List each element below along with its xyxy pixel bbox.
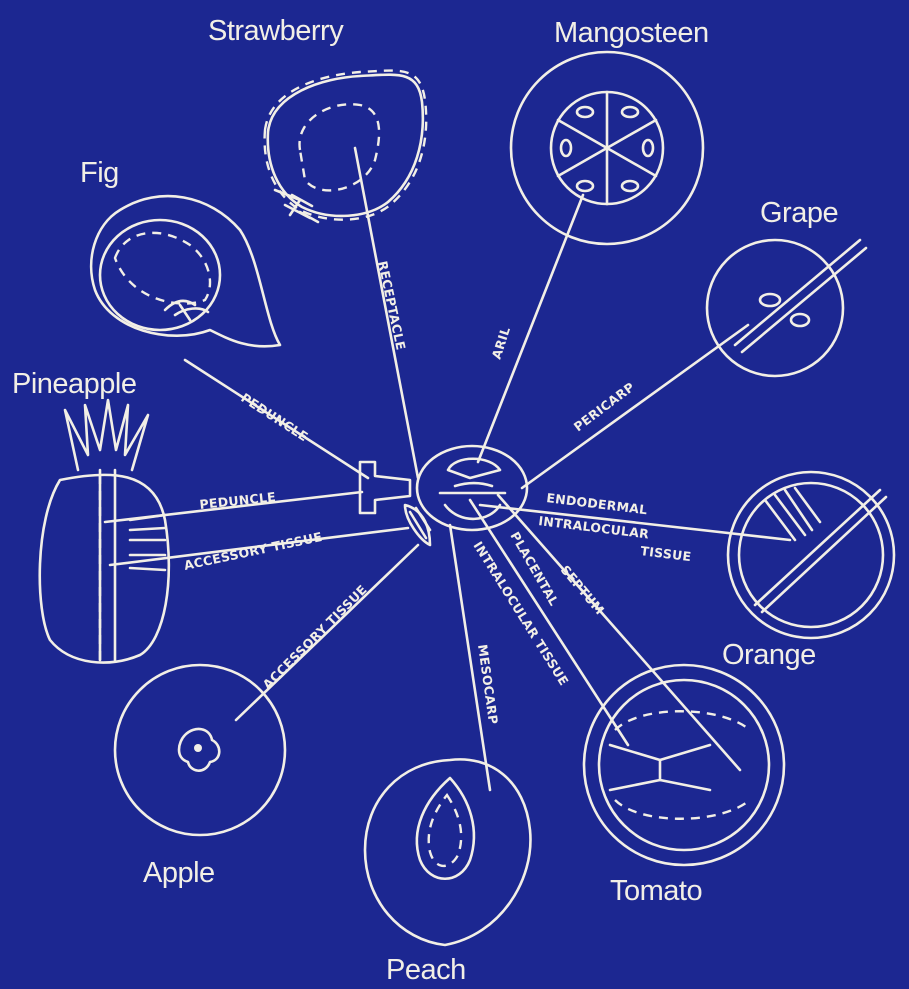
fruit-label-apple: Apple bbox=[143, 857, 215, 889]
mangosteen-drawing bbox=[511, 52, 703, 244]
apple-drawing bbox=[115, 665, 285, 835]
tissue-label-accessory-tissue-apple: ACCESSORY TISSUE bbox=[260, 582, 370, 692]
tomato-drawing bbox=[584, 665, 784, 865]
tissue-label-accessory-tissue-pineapple: ACCESSORY TISSUE bbox=[183, 529, 324, 573]
fruit-label-grape: Grape bbox=[760, 197, 838, 229]
orange-drawing bbox=[728, 472, 894, 638]
peach-drawing bbox=[365, 759, 530, 945]
fruit-label-tomato: Tomato bbox=[610, 875, 702, 907]
fruit-label-orange: Orange bbox=[722, 639, 816, 671]
fig-drawing bbox=[91, 196, 280, 346]
tissue-label-aril: ARIL bbox=[489, 325, 514, 361]
fruit-label-mangosteen: Mangosteen bbox=[554, 17, 709, 49]
tissue-label-peduncle-fig: PEDUNCLE bbox=[238, 390, 311, 444]
tissue-label-receptacle: RECEPTACLE bbox=[375, 260, 409, 352]
pineapple-drawing bbox=[40, 400, 169, 663]
tissue-label-tissue: TISSUE bbox=[640, 543, 693, 564]
tissue-label-peduncle-pineapple: PEDUNCLE bbox=[199, 489, 277, 512]
tissue-label-pericarp: PERICARP bbox=[571, 379, 638, 434]
grape-drawing bbox=[707, 240, 866, 376]
fruit-label-strawberry: Strawberry bbox=[208, 15, 344, 47]
fruit-label-fig: Fig bbox=[80, 157, 119, 189]
fruit-label-peach: Peach bbox=[386, 954, 466, 986]
fruit-label-pineapple: Pineapple bbox=[12, 368, 137, 400]
tissue-label-septum: SEPTUM bbox=[558, 562, 608, 617]
strawberry-drawing bbox=[265, 71, 427, 222]
